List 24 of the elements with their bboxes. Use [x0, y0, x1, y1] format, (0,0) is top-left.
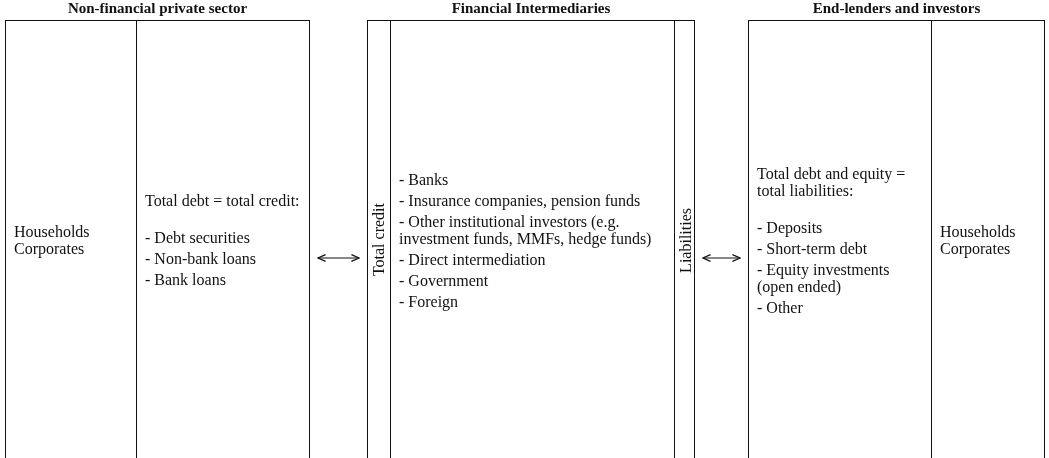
description-text: Total debt and equity = total liabilities: [757, 164, 907, 199]
list-item: - Equity investments (open ended) [757, 260, 891, 295]
list-item: - Debt securities [145, 229, 251, 246]
list-item: - Bank loans [145, 271, 227, 288]
vertical-label: Total credit [370, 203, 388, 277]
section-heading: End-lenders and investors [812, 0, 981, 16]
section-heading: Non-financial private sector [67, 0, 248, 16]
description-text: Total debt = total credit: [145, 192, 301, 209]
list-item: - Insurance companies, pension funds [399, 191, 642, 209]
double-arrow [317, 254, 360, 262]
description-text: Households Corporates [940, 223, 1017, 257]
description-text: Households Corporates [14, 223, 91, 257]
list-item: - Deposits [757, 218, 824, 236]
list-item: - Foreign [399, 292, 460, 310]
double-arrow [702, 254, 741, 262]
list-item: - Government [399, 271, 490, 289]
list-item: - Direct intermediation [399, 250, 547, 268]
list-item: - Other institutional investors (e.g. investment funds, MMFs, hedge funds) [399, 212, 653, 247]
description-text: - Banks [399, 170, 450, 188]
section-heading: Financial Intermediaries [451, 0, 611, 16]
list-item: - Short-term debt [757, 239, 869, 257]
list-item: - Other [757, 298, 804, 316]
list-item: - Non-bank loans [145, 250, 258, 267]
vertical-label: Liabilities [676, 207, 695, 273]
